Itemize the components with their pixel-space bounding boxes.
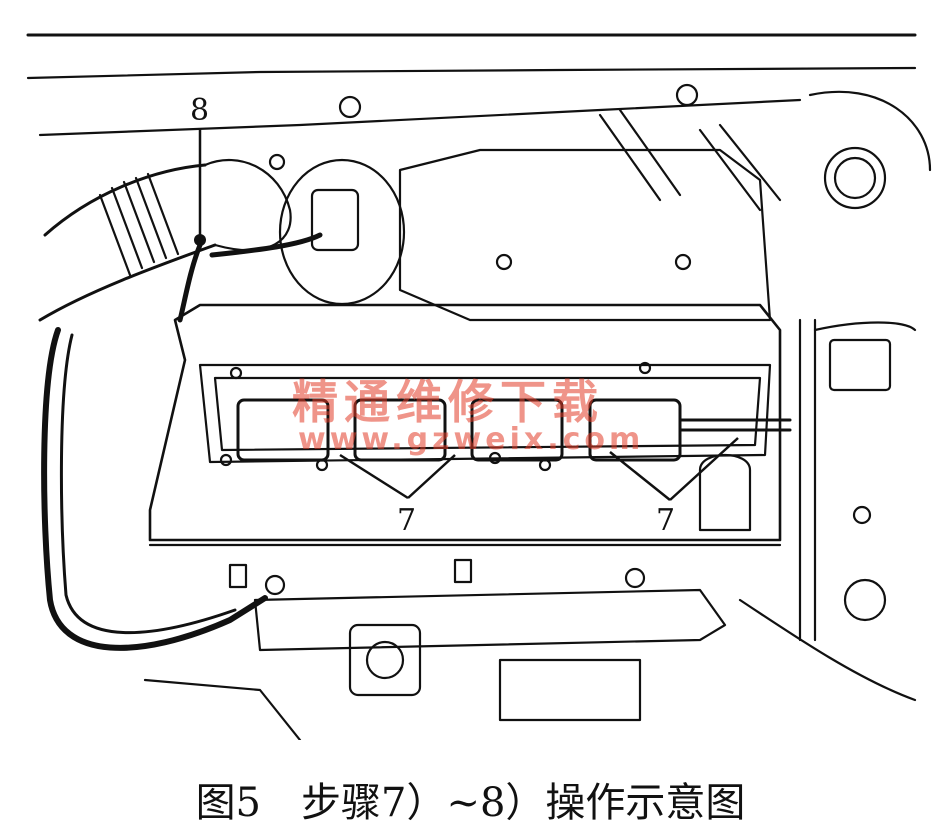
callout-7-left: 7: [397, 503, 416, 538]
watermark-url: www.gzweix.com: [298, 422, 645, 457]
figure-caption: 图5 步骤7）~8）操作示意图: [195, 780, 746, 826]
watermark-text: 精通维修下载: [292, 375, 604, 429]
engine-bay-line-drawing: 8 7 7: [26, 33, 932, 740]
callout-7-right: 7: [656, 503, 675, 538]
part8-marker-dot: [194, 234, 206, 246]
callout-8: 8: [190, 93, 209, 128]
